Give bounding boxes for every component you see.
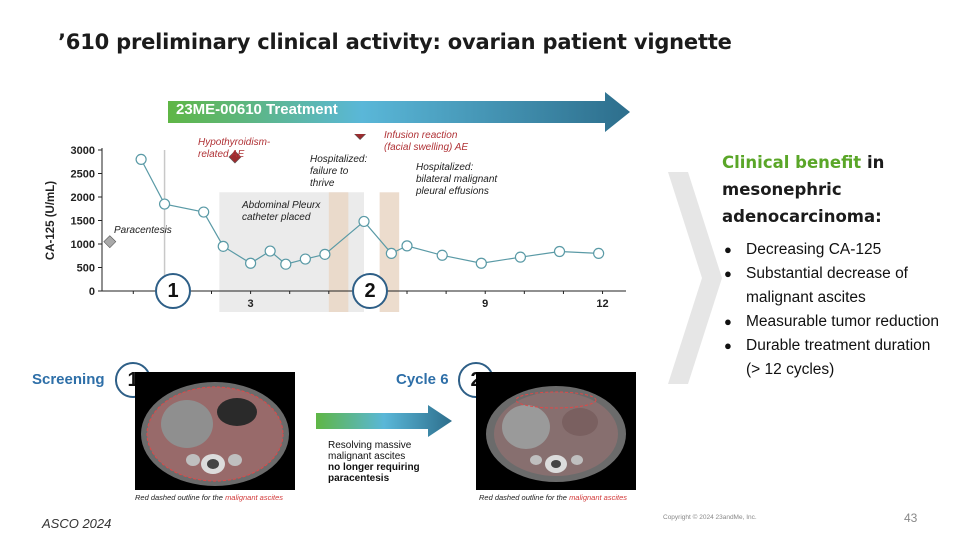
hospitalized-pleural-annotation: Hospitalized: bilateral malignant pleura… xyxy=(416,162,498,197)
benefit-title-rest: in mesonephric adenocarcinoma: xyxy=(722,153,885,226)
event-marker-infusion xyxy=(354,134,367,140)
data-point xyxy=(217,240,229,252)
benefit-item: Decreasing CA-125 xyxy=(722,238,942,262)
cycle6-caption: Red dashed outline for the malignant asc… xyxy=(479,493,628,502)
benefit-item: Measurable tumor reduction xyxy=(722,310,942,334)
infusion-reaction-annotation: Infusion reaction (facial swelling) AE xyxy=(384,130,469,153)
cycle6-label: Cycle 6 xyxy=(396,371,449,388)
chart-badge-1: 1 xyxy=(155,273,191,309)
event-marker-paracentesis xyxy=(103,235,117,249)
series-line xyxy=(140,159,599,265)
hospitalized-failure-annotation: Hospitalized: failure to thrive xyxy=(310,154,368,189)
page-number: 43 xyxy=(904,511,918,525)
benefit-title-highlight: Clinical benefit xyxy=(722,153,862,172)
y-tick-label: 1500 xyxy=(71,216,95,228)
data-point xyxy=(401,240,413,252)
data-point xyxy=(514,251,527,263)
data-point xyxy=(319,248,331,260)
benefit-item: Substantial decrease of malignant ascite… xyxy=(722,262,942,310)
y-tick-label: 500 xyxy=(77,263,95,275)
data-point xyxy=(299,253,311,265)
data-point xyxy=(158,198,171,210)
data-point xyxy=(264,245,276,257)
data-point xyxy=(198,206,210,218)
y-tick-label: 1000 xyxy=(71,239,95,251)
benefit-item: Durable treatment duration (> 12 cycles) xyxy=(722,334,942,382)
data-point xyxy=(280,258,292,270)
treatment-label: 23ME-00610 Treatment xyxy=(176,101,338,118)
hypothyroidism-annotation: Hypothyroidism- related AE xyxy=(198,137,271,160)
y-tick-label: 0 xyxy=(89,286,95,298)
data-point xyxy=(436,249,448,261)
abdominal-pleurx-annotation: Abdominal Pleurx catheter placed xyxy=(242,200,321,223)
data-point xyxy=(553,245,566,258)
treatment-arrow xyxy=(168,92,630,132)
y-tick-label: 2000 xyxy=(71,192,95,204)
screening-caption: Red dashed outline for the malignant asc… xyxy=(135,493,284,502)
data-point xyxy=(358,215,370,228)
x-tick-label: 9 xyxy=(482,298,488,310)
paracentesis-annotation: Paracentesis xyxy=(114,225,172,236)
chevron-right-icon xyxy=(668,172,722,384)
screening-ct-scan xyxy=(135,372,295,490)
x-tick-label: 12 xyxy=(596,298,608,310)
copyright: Copyright © 2024 23andMe, Inc. xyxy=(663,514,757,521)
y-tick-label: 3000 xyxy=(71,145,95,157)
data-point xyxy=(385,247,397,260)
event-marker-hypothyroidism xyxy=(228,150,242,164)
benefit-title: Clinical benefit in mesonephric adenocar… xyxy=(722,149,937,230)
chart-badge-2: 2 xyxy=(352,273,388,309)
progress-arrow xyxy=(316,405,452,437)
screening-label: Screening xyxy=(32,371,105,388)
shaded-region xyxy=(328,192,349,312)
x-tick-label: 3 xyxy=(248,298,254,310)
page-title: ’610 preliminary clinical activity: ovar… xyxy=(58,30,732,54)
y-tick-label: 2500 xyxy=(71,169,95,181)
benefit-list: Decreasing CA-125 Substantial decrease o… xyxy=(722,238,942,382)
y-axis-label: CA-125 (U/mL) xyxy=(45,181,57,260)
data-point xyxy=(593,247,605,260)
data-point xyxy=(475,257,487,269)
data-point xyxy=(244,257,257,269)
cycle6-ct-scan xyxy=(476,372,636,490)
ca125-chart: 05001000150020002500300036912CA-125 (U/m… xyxy=(45,134,626,312)
footer-conference: ASCO 2024 xyxy=(42,516,112,531)
resolving-text: Resolving massive malignant ascites no l… xyxy=(328,440,420,484)
data-point xyxy=(135,153,147,165)
